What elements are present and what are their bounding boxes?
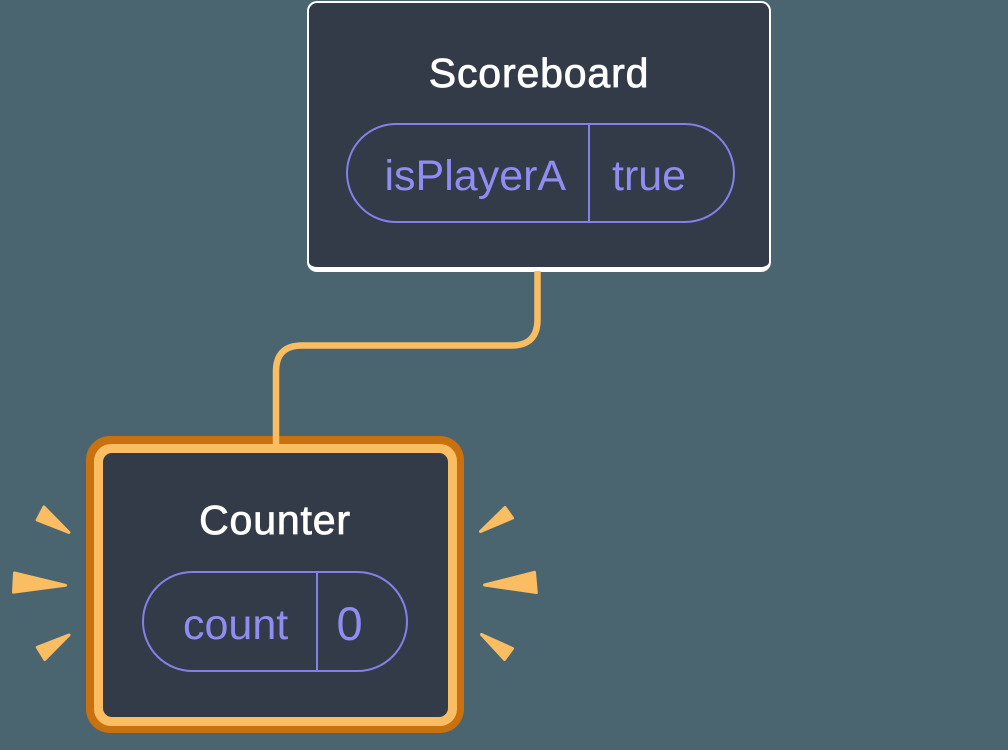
scoreboard-title: Scoreboard (428, 50, 650, 96)
counter-highlight-ring-inner: Counter count 0 (93, 443, 457, 726)
spark-right-bottom (480, 633, 514, 661)
spark-right-middle (483, 570, 538, 594)
counter-title: Counter (199, 496, 351, 543)
scoreboard-state-pill: isPlayerA true (345, 122, 735, 223)
counter-state-name: count (144, 573, 318, 670)
scoreboard-state-value: true (612, 151, 687, 200)
spark-left-top (35, 505, 71, 534)
counter-highlight-ring-outer: Counter count 0 (86, 436, 464, 733)
spark-left-middle (12, 571, 67, 594)
counter-component-card: Counter count 0 (102, 452, 448, 717)
spark-left-bottom (35, 633, 71, 661)
counter-state-pill: count 0 (142, 571, 408, 672)
scoreboard-state-name: isPlayerA (348, 124, 590, 221)
scoreboard-component-card: Scoreboard isPlayerA true (307, 1, 771, 272)
parent-child-connector-line (272, 271, 541, 452)
spark-right-top (479, 506, 514, 533)
counter-state-value: 0 (336, 596, 363, 650)
